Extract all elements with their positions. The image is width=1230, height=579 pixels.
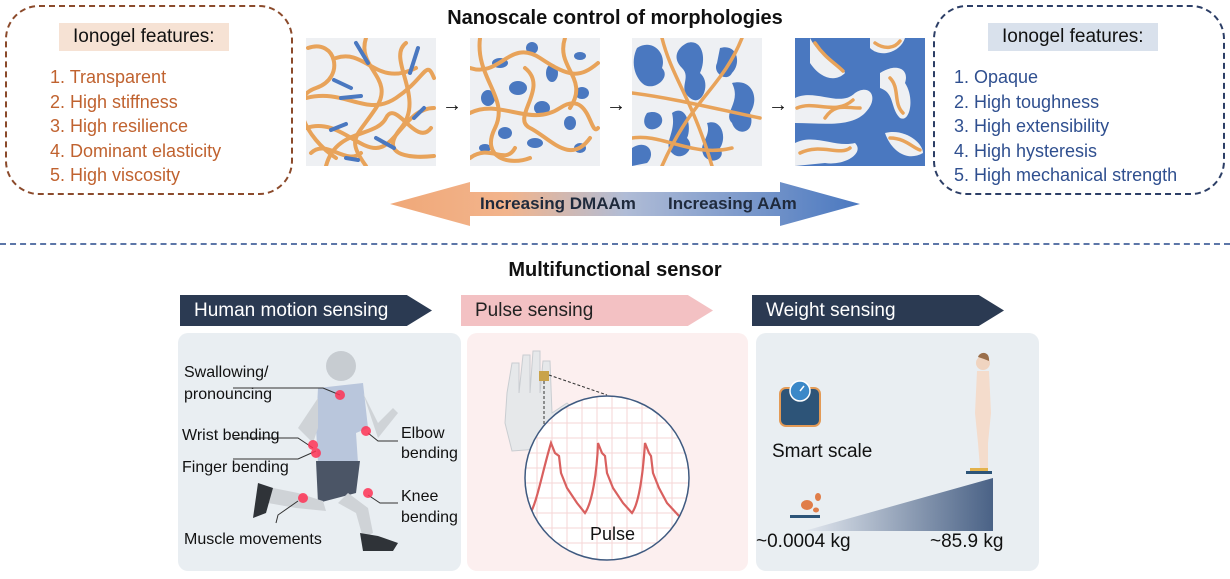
ionogel-features-left-box: Ionogel features: 1. Transparent 2. High…	[5, 5, 293, 195]
composition-gradient-arrow	[390, 182, 860, 226]
morphology-stage-2	[468, 36, 600, 166]
feature-item: 2. High stiffness	[50, 91, 178, 112]
feature-item: 1. Opaque	[954, 67, 1039, 87]
banner-label: Pulse sensing	[475, 300, 594, 321]
section-divider	[0, 243, 1230, 245]
label-elbow: Elbow	[401, 425, 445, 442]
step-arrow-icon: →	[768, 94, 788, 116]
smart-scale-label: Smart scale	[772, 441, 873, 462]
feature-item: 3. High resilience	[50, 116, 189, 136]
feature-item: 2. High toughness	[954, 91, 1100, 112]
pulse-label: Pulse	[590, 524, 636, 544]
feature-item: 5. High mechanical strength	[954, 165, 1178, 185]
morphology-stage-1	[299, 36, 436, 168]
feature-item: 1. Transparent	[50, 67, 167, 87]
label-knee: Knee	[401, 488, 439, 505]
step-arrow-icon: →	[606, 94, 626, 116]
interconnected-domains-illustration	[630, 36, 762, 168]
feature-item: 4. Dominant elasticity	[50, 140, 222, 161]
min-weight-label: ~0.0004 kg	[756, 531, 851, 552]
sensor-title: Multifunctional sensor	[508, 259, 722, 281]
weight-ramp	[804, 478, 993, 531]
increasing-aam-label: Increasing AAm	[668, 194, 797, 213]
seeds-icon	[790, 493, 821, 518]
ionogel-features-right-box: Ionogel features: 1. Opaque 2. High toug…	[933, 5, 1225, 195]
running-person-icon	[233, 351, 398, 551]
pulse-panel: Pulse	[467, 333, 748, 571]
features-list: 1. Transparent 2. High stiffness 3. High…	[50, 65, 221, 188]
banner-human-motion: Human motion sensing	[180, 295, 432, 326]
smart-scale-icon	[779, 380, 821, 427]
polymer-chains-illustration	[299, 36, 436, 168]
max-weight-label: ~85.9 kg	[930, 531, 1004, 552]
label-pronouncing: pronouncing	[184, 386, 273, 403]
features-heading: Ionogel features:	[59, 23, 229, 51]
sensor-chip-icon	[539, 371, 549, 381]
banner-weight: Weight sensing	[752, 295, 1004, 326]
feature-item: 3. High extensibility	[954, 116, 1110, 136]
human-motion-panel: Swallowing/ pronouncing Wrist bending Fi…	[178, 333, 461, 571]
increasing-dmaam-label: Increasing DMAAm	[480, 194, 636, 213]
weight-illustration	[779, 352, 993, 531]
standing-person-icon	[966, 352, 992, 474]
label-finger-bending: Finger bending	[182, 459, 289, 476]
features-list: 1. Opaque 2. High toughness 3. High exte…	[954, 65, 1177, 188]
weight-panel: Smart scale ~0.0004 kg ~85.9 kg	[756, 333, 1039, 571]
label-knee-bending: bending	[401, 509, 458, 526]
pulse-illustration	[504, 350, 690, 561]
morphology-title: Nanoscale control of morphologies	[447, 7, 783, 29]
banner-label: Weight sensing	[766, 300, 896, 321]
banner-pulse: Pulse sensing	[461, 295, 713, 326]
label-swallowing: Swallowing/	[184, 364, 269, 381]
label-elbow-bending: bending	[401, 445, 458, 462]
continuous-phase-illustration	[795, 38, 923, 166]
features-heading: Ionogel features:	[988, 23, 1158, 51]
label-wrist-bending: Wrist bending	[182, 427, 280, 444]
feature-item: 5. High viscosity	[50, 165, 181, 185]
label-muscle-movements: Muscle movements	[184, 531, 322, 548]
morphology-stage-4	[795, 38, 925, 166]
feature-item: 4. High hysteresis	[954, 140, 1098, 161]
banner-label: Human motion sensing	[194, 300, 389, 321]
step-arrow-icon: →	[442, 94, 462, 116]
small-domains-illustration	[468, 36, 600, 163]
morphology-stage-3	[630, 36, 762, 168]
